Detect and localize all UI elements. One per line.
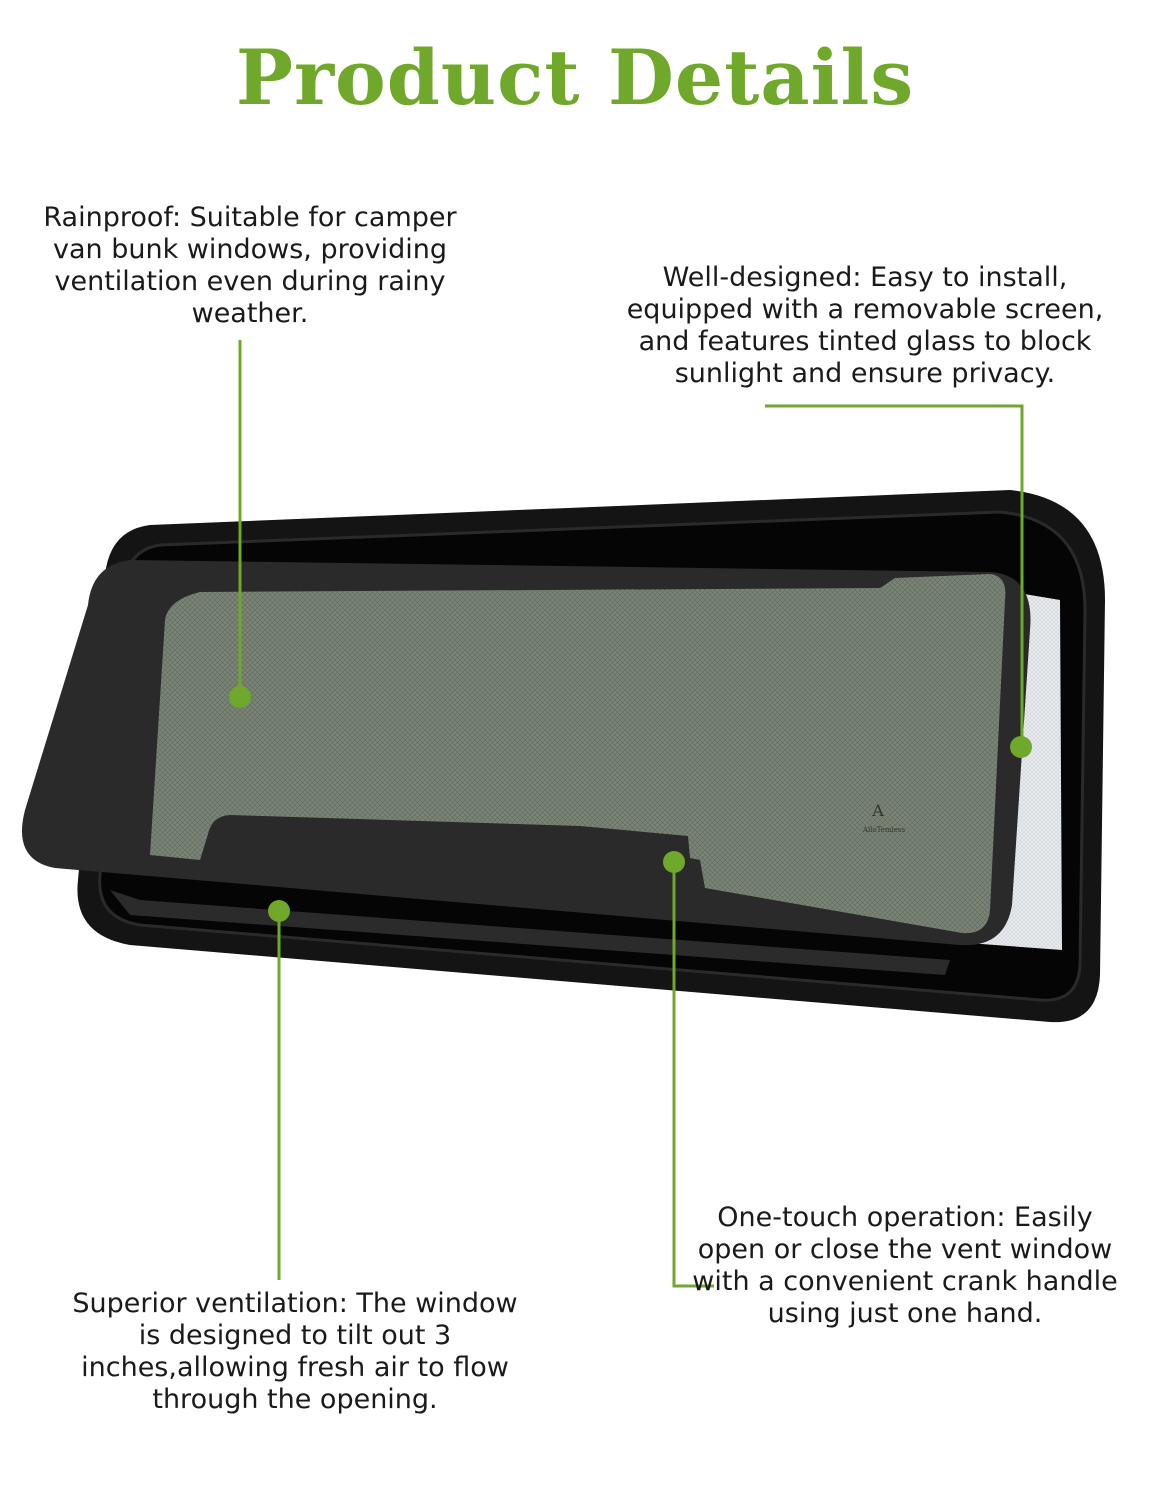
- svg-text:AlloTemless: AlloTemless: [862, 826, 906, 834]
- feature-ventilation: Superior ventilation: The window is desi…: [72, 1288, 518, 1415]
- feature-rainproof: Rainproof: Suitable for camper van bunk …: [43, 202, 457, 329]
- feature-one-touch: One-touch operation: Easily open or clos…: [692, 1202, 1118, 1329]
- callout-dot-one-touch: [663, 851, 685, 873]
- tinted-glass-sash: A AlloTemless: [21, 560, 1031, 946]
- page-title: Product Details: [235, 33, 915, 122]
- svg-text:A: A: [871, 801, 884, 820]
- callout-dot-ventilation: [268, 900, 290, 922]
- callout-line-well-designed: [765, 404, 1024, 746]
- callout-lines: [238, 340, 1024, 1288]
- callout-dot-rainproof: [229, 686, 251, 708]
- feature-well-designed: Well-designed: Easy to install, equipped…: [626, 262, 1104, 389]
- callout-dots: [229, 686, 1032, 922]
- callout-dot-well-designed: [1010, 736, 1032, 758]
- lower-frame-edge: [110, 890, 950, 975]
- callout-line-one-touch: [672, 862, 714, 1288]
